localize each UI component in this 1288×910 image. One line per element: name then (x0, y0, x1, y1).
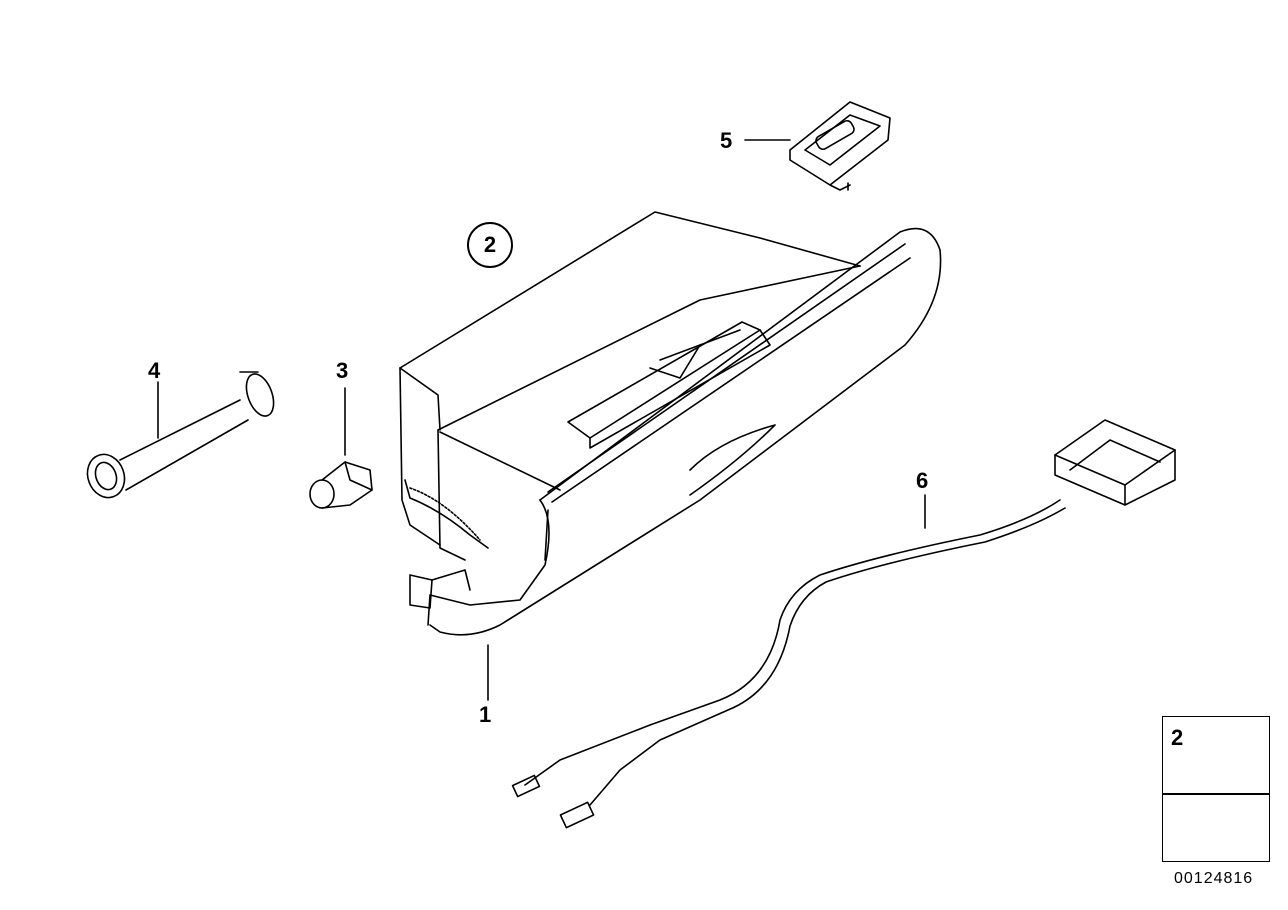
harness-part (511, 419, 1176, 829)
callout-part-2-circled: 2 (467, 222, 513, 268)
tube-part (86, 371, 275, 499)
glove-box-part (399, 211, 942, 701)
callout-part-4: 4 (148, 358, 161, 383)
legend-arrow-box (1162, 794, 1270, 862)
switch-part (744, 101, 891, 191)
legend-part-number: 2 (1171, 725, 1184, 750)
callout-part-3: 3 (336, 358, 349, 383)
callout-part-5: 5 (720, 128, 733, 153)
sensor-part (309, 387, 373, 509)
callout-part-1: 1 (479, 702, 492, 727)
legend-part-box: 2 (1162, 716, 1270, 794)
diagram-id: 00124816 (1174, 870, 1254, 887)
callout-part-6: 6 (916, 468, 929, 493)
